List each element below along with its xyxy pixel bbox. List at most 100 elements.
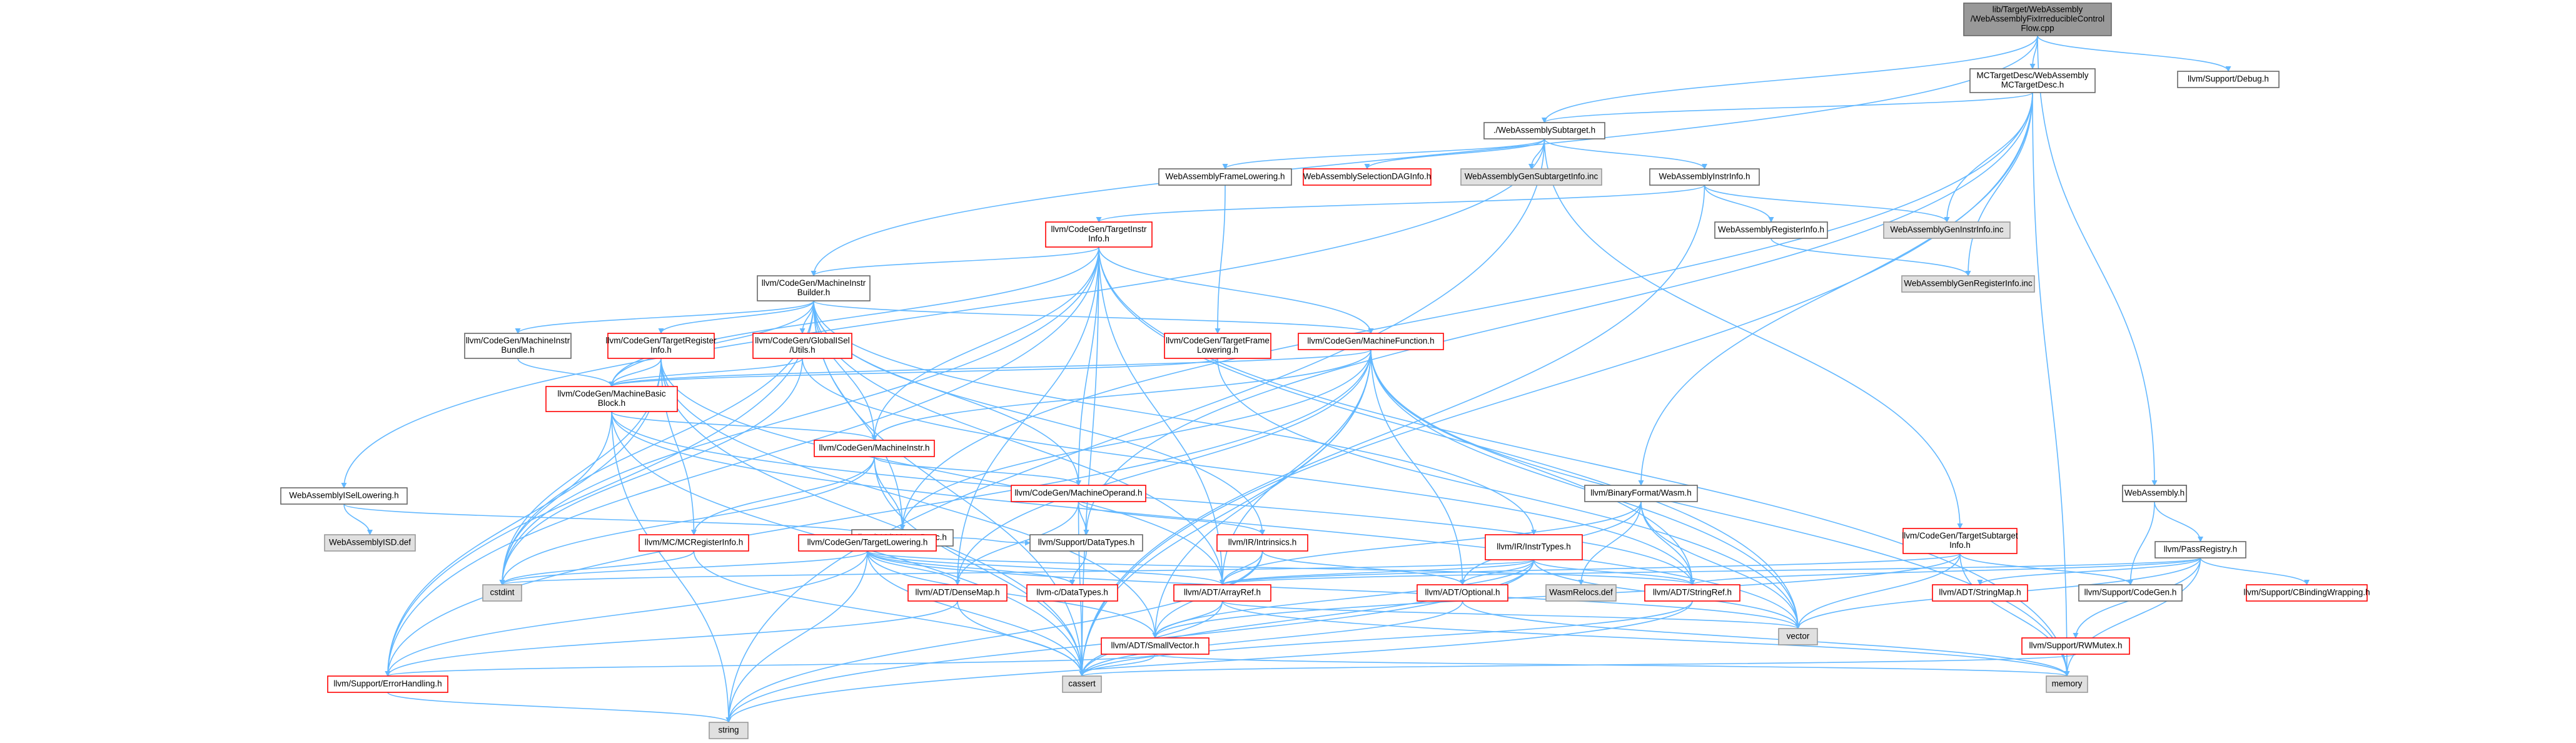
graph-node-subtarget[interactable]: ./WebAssemblySubtarget.h [1483,122,1605,139]
edge-tii-to-memory [1098,246,2070,677]
graph-node-dtypes[interactable]: llvm/Support/DataTypes.h [1029,534,1143,552]
edge-mctd-to-geninstr [1944,92,2033,223]
graph-node-mf[interactable]: llvm/CodeGen/MachineFunction.h [1298,333,1444,350]
graph-node-root[interactable]: lib/Target/WebAssembly/WebAssemblyFixIrr… [1963,3,2112,36]
node-label: MCTargetDesc.h [2001,80,2064,89]
edge-tri-to-smallvec [660,358,1158,639]
node-box [757,275,871,301]
graph-node-gisel[interactable]: llvm/CodeGen/GlobalISel/Utils.h [752,333,852,359]
edge-subtarget-to-instrinfo [1543,138,1707,169]
graph-node-mi[interactable]: llvm/CodeGen/MachineInstr.h [814,440,935,457]
edge-tfl-to-mbb [609,358,1218,387]
node-box [1485,534,1583,560]
edge-tl-to-cdtypes [867,550,1075,585]
edge-mcreg-to-cassert [693,550,1085,677]
edge-mbb-to-cstdint [499,411,612,585]
node-box [639,534,749,552]
edge-passreg-to-cbinding [2200,557,2310,585]
node-label: llvm/CodeGen/MachineFunction.h [1307,336,1434,346]
edge-tri-to-mcreg [660,358,697,535]
edge-instrinfo-to-tii [1096,184,1705,223]
graph-node-intr[interactable]: llvm/IR/Intrinsics.h [1216,534,1308,552]
graph-node-seldag[interactable]: WebAssemblySelectionDAGInfo.h [1303,168,1432,186]
edge-subtarget-to-isel [341,138,1545,488]
graph-node-supcg[interactable]: llvm/Support/CodeGen.h [2078,584,2183,602]
edge-mf-to-cassert [1079,349,1371,677]
graph-node-instrinfo[interactable]: WebAssemblyInstrInfo.h [1649,168,1760,186]
edge-intr-to-optional [1261,550,1465,585]
edge-isel-to-isd [343,503,373,535]
graph-node-framelow[interactable]: WebAssemblyFrameLowering.h [1158,168,1292,186]
edge-mib-to-mibundle [515,300,814,334]
graph-node-smallvec[interactable]: llvm/ADT/SmallVector.h [1101,637,1210,655]
edge-root-to-debug [2037,35,2231,72]
graph-node-rwmutex[interactable]: llvm/Support/RWMutex.h [2021,637,2130,655]
node-label: WasmRelocs.def [1549,588,1613,597]
graph-node-wasmh[interactable]: WebAssembly.h [2122,485,2187,502]
edge-isel-to-tl [343,503,871,535]
node-label: llvm/PassRegistry.h [2164,545,2238,554]
graph-node-stringref[interactable]: llvm/ADT/StringRef.h [1644,584,1740,602]
graph-node-reginfo[interactable]: WebAssemblyRegisterInfo.h [1714,221,1828,239]
graph-node-arrayref[interactable]: llvm/ADT/ArrayRef.h [1173,584,1271,602]
node-label: cassert [1068,679,1096,689]
node-box [1158,168,1292,186]
graph-node-densemap[interactable]: llvm/ADT/DenseMap.h [907,584,1008,602]
edge-wasmh-to-passreg [2154,501,2203,542]
graph-node-irtypes[interactable]: llvm/IR/InstrTypes.h [1485,534,1583,560]
edge-root-to-wasm [2037,35,2158,486]
edge-tii-to-mib [811,246,1099,276]
node-label: WebAssemblyISelLowering.h [289,491,398,500]
edge-mbb-to-stringref [611,411,1695,585]
graph-node-tl[interactable]: llvm/CodeGen/TargetLowering.h [798,534,937,552]
node-box [709,722,749,739]
graph-node-errh[interactable]: llvm/Support/ErrorHandling.h [327,675,448,693]
edge-tsi-to-supcg [1959,553,2133,585]
graph-node-string: string [709,722,749,739]
graph-node-debug[interactable]: llvm/Support/Debug.h [2177,71,2280,88]
graph-node-passreg[interactable]: llvm/PassRegistry.h [2154,541,2246,559]
graph-node-mo[interactable]: llvm/CodeGen/MachineOperand.h [1011,485,1146,502]
edge-mf-to-memory [1370,349,2070,677]
edge-mf-to-mbb [609,349,1371,387]
node-box [1584,485,1698,502]
node-label: llvm/CodeGen/MachineInstr [466,336,570,345]
edge-smallvec-to-errh [385,654,1156,677]
graph-node-isd: WebAssemblyISD.def [324,534,416,552]
graph-node-optional[interactable]: llvm/ADT/Optional.h [1417,584,1508,602]
graph-node-cdtypes[interactable]: llvm-c/DataTypes.h [1026,584,1118,602]
node-label: llvm/ADT/Optional.h [1425,588,1500,597]
node-label: llvm/ADT/DenseMap.h [915,588,999,597]
node-box [1545,584,1617,602]
edge-mib-to-mo [813,300,1081,486]
edge-tii-to-densemap [954,246,1099,585]
node-box [2246,584,2368,602]
graph-node-bfwasm[interactable]: llvm/BinaryFormat/Wasm.h [1584,485,1698,502]
node-label: WebAssemblyInstrInfo.h [1659,172,1750,181]
node-box [464,333,572,359]
graph-node-isel[interactable]: WebAssemblyISelLowering.h [280,487,408,505]
graph-node-cbinding[interactable]: llvm/Support/CBindingWrapping.h [2243,584,2370,602]
node-label: string [718,725,739,735]
edge-mctd-to-bfwasm [1638,92,2033,486]
graph-node-mcreg[interactable]: llvm/MC/MCRegisterInfo.h [639,534,749,552]
graph-node-geninstr: WebAssemblyGenInstrInfo.inc [1883,221,2011,239]
edge-tii-to-mi [871,246,1099,441]
graph-node-stringmap[interactable]: llvm/ADT/StringMap.h [1932,584,2028,602]
edge-root-to-subtarget [1542,35,2038,123]
node-box [2122,485,2187,502]
node-box [1417,584,1508,602]
edge-mctd-to-cassert [1079,92,2033,677]
node-label: lib/Target/WebAssembly [1993,5,2083,14]
node-box [1029,534,1143,552]
edge-subtarget-to-tsi [1543,138,1963,529]
node-box [2078,584,2183,602]
